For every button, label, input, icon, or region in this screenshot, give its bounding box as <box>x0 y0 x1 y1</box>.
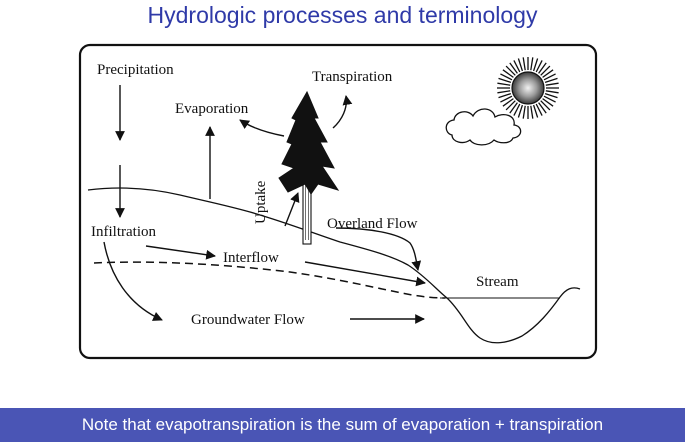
label-infiltration: Infiltration <box>91 224 156 240</box>
label-overland-flow: Overland Flow <box>327 216 418 232</box>
cloud-icon <box>445 108 522 146</box>
uptake-arrow <box>284 192 300 227</box>
label-precipitation: Precipitation <box>97 62 174 78</box>
label-groundwater-flow: Groundwater Flow <box>191 312 305 328</box>
diagram-frame <box>78 43 598 360</box>
footer-note: Note that evapotranspiration is the sum … <box>0 408 685 442</box>
infiltration-to-interflow-arrow <box>145 245 216 260</box>
label-interflow: Interflow <box>223 250 279 266</box>
slide-title: Hydrologic processes and terminology <box>147 2 538 28</box>
label-stream: Stream <box>476 274 519 290</box>
interflow-arrow <box>304 261 426 287</box>
water-table-line <box>93 261 446 299</box>
stream-valley <box>446 287 581 344</box>
infiltration-to-groundwater-arrow <box>103 241 163 321</box>
label-evaporation: Evaporation <box>175 101 249 117</box>
ground-surface-line <box>87 187 448 299</box>
transpiration-arrow-right <box>332 95 353 129</box>
tree-icon <box>278 90 340 245</box>
overland-flow-arrow <box>335 227 422 271</box>
label-uptake: Uptake <box>253 180 269 224</box>
label-transpiration: Transpiration <box>312 69 393 85</box>
sun-icon <box>497 57 559 119</box>
transpiration-arrow-left <box>239 119 285 137</box>
